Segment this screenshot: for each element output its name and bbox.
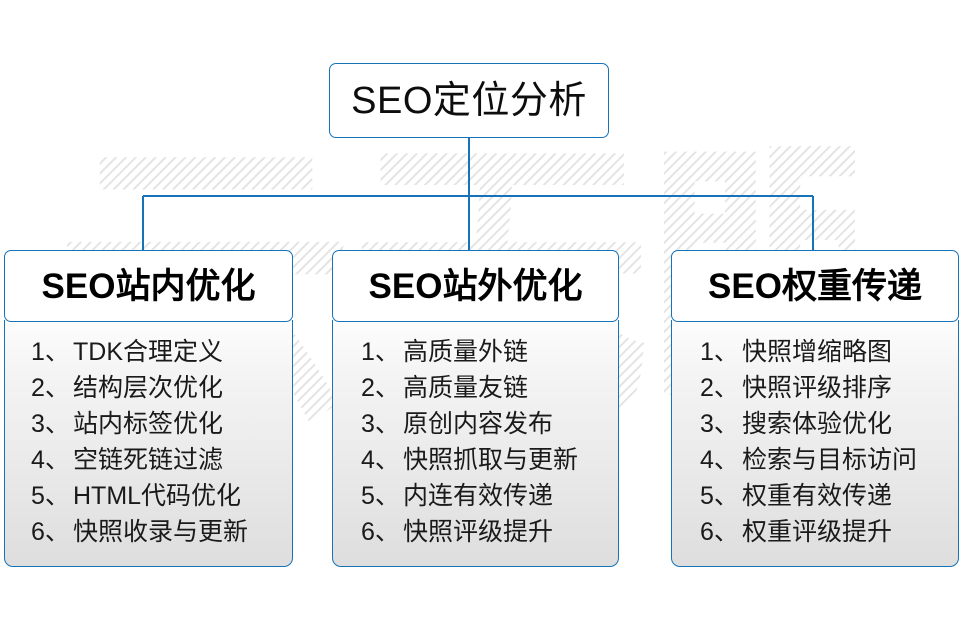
branch-header-label: SEO站内优化	[41, 266, 256, 306]
list-item[interactable]: 2、 结构层次优化	[31, 370, 292, 406]
branch-header-seo-onsite[interactable]: SEO站内优化	[4, 250, 293, 322]
list-item[interactable]: 6、 快照收录与更新	[31, 514, 292, 550]
list-item-label: 快照评级排序	[742, 373, 893, 402]
list-item-number: 5、	[361, 481, 400, 510]
branch-column-seo-offsite: SEO站外优化 1、 高质量外链 2、 高质量友链 3、 原创内容发布 4、 快…	[332, 250, 619, 567]
list-item[interactable]: 5、 权重有效传递	[700, 478, 958, 514]
list-item-label: 检索与目标访问	[742, 445, 918, 474]
list-item-number: 4、	[700, 445, 739, 474]
list-item-number: 4、	[31, 445, 70, 474]
list-item-label: 结构层次优化	[73, 373, 224, 402]
list-item[interactable]: 4、 空链死链过滤	[31, 442, 292, 478]
list-item-label: 快照抓取与更新	[403, 445, 579, 474]
list-item[interactable]: 2、 快照评级排序	[700, 370, 958, 406]
list-item-label: 高质量友链	[403, 373, 529, 402]
root-node-label: SEO定位分析	[351, 79, 587, 122]
root-node[interactable]: SEO定位分析	[329, 63, 609, 138]
list-item-label: 权重有效传递	[742, 481, 893, 510]
list-item[interactable]: 4、 快照抓取与更新	[361, 442, 618, 478]
branch-list-seo-onsite: 1、 TDK合理定义 2、 结构层次优化 3、 站内标签优化 4、 空链死链过滤…	[4, 320, 293, 567]
list-item[interactable]: 3、 原创内容发布	[361, 406, 618, 442]
list-item-label: TDK合理定义	[73, 337, 224, 366]
branch-header-label: SEO站外优化	[368, 266, 583, 306]
list-item[interactable]: 1、 快照增缩略图	[700, 334, 958, 370]
list-item-number: 3、	[31, 409, 70, 438]
list-item-number: 3、	[700, 409, 739, 438]
list-item-number: 3、	[361, 409, 400, 438]
branch-list-seo-weight: 1、 快照增缩略图 2、 快照评级排序 3、 搜索体验优化 4、 检索与目标访问…	[671, 320, 959, 567]
list-item[interactable]: 6、 快照评级提升	[361, 514, 618, 550]
list-item[interactable]: 5、 HTML代码优化	[31, 478, 292, 514]
branch-column-seo-weight: SEO权重传递 1、 快照增缩略图 2、 快照评级排序 3、 搜索体验优化 4、…	[671, 250, 959, 567]
list-item-label: 权重评级提升	[742, 517, 893, 546]
list-item-label: HTML代码优化	[73, 481, 242, 510]
list-item[interactable]: 1、 TDK合理定义	[31, 334, 292, 370]
list-item-number: 5、	[700, 481, 739, 510]
branch-header-seo-offsite[interactable]: SEO站外优化	[332, 250, 619, 322]
list-item-number: 1、	[361, 337, 400, 366]
list-item-label: 快照增缩略图	[742, 337, 893, 366]
list-item[interactable]: 4、 检索与目标访问	[700, 442, 958, 478]
list-item[interactable]: 6、 权重评级提升	[700, 514, 958, 550]
list-item-label: 高质量外链	[403, 337, 529, 366]
branch-header-label: SEO权重传递	[708, 266, 922, 306]
list-item[interactable]: 3、 站内标签优化	[31, 406, 292, 442]
list-item[interactable]: 3、 搜索体验优化	[700, 406, 958, 442]
list-item-number: 2、	[31, 373, 70, 402]
list-item-label: 快照评级提升	[403, 517, 554, 546]
list-item-label: 搜索体验优化	[742, 409, 893, 438]
branch-list-seo-offsite: 1、 高质量外链 2、 高质量友链 3、 原创内容发布 4、 快照抓取与更新 5…	[332, 320, 619, 567]
list-item-label: 站内标签优化	[73, 409, 224, 438]
list-item-number: 1、	[700, 337, 739, 366]
list-item-label: 内连有效传递	[403, 481, 554, 510]
branch-column-seo-onsite: SEO站内优化 1、 TDK合理定义 2、 结构层次优化 3、 站内标签优化 4…	[4, 250, 293, 567]
list-item-label: 快照收录与更新	[73, 517, 249, 546]
list-item[interactable]: 2、 高质量友链	[361, 370, 618, 406]
list-item-number: 6、	[700, 517, 739, 546]
list-item-number: 6、	[361, 517, 400, 546]
list-item[interactable]: 5、 内连有效传递	[361, 478, 618, 514]
list-item-label: 原创内容发布	[403, 409, 554, 438]
list-item-number: 6、	[31, 517, 70, 546]
list-item-number: 1、	[31, 337, 70, 366]
list-item-number: 5、	[31, 481, 70, 510]
list-item-number: 4、	[361, 445, 400, 474]
list-item-label: 空链死链过滤	[73, 445, 224, 474]
list-item-number: 2、	[361, 373, 400, 402]
branch-header-seo-weight[interactable]: SEO权重传递	[671, 250, 959, 322]
list-item[interactable]: 1、 高质量外链	[361, 334, 618, 370]
list-item-number: 2、	[700, 373, 739, 402]
